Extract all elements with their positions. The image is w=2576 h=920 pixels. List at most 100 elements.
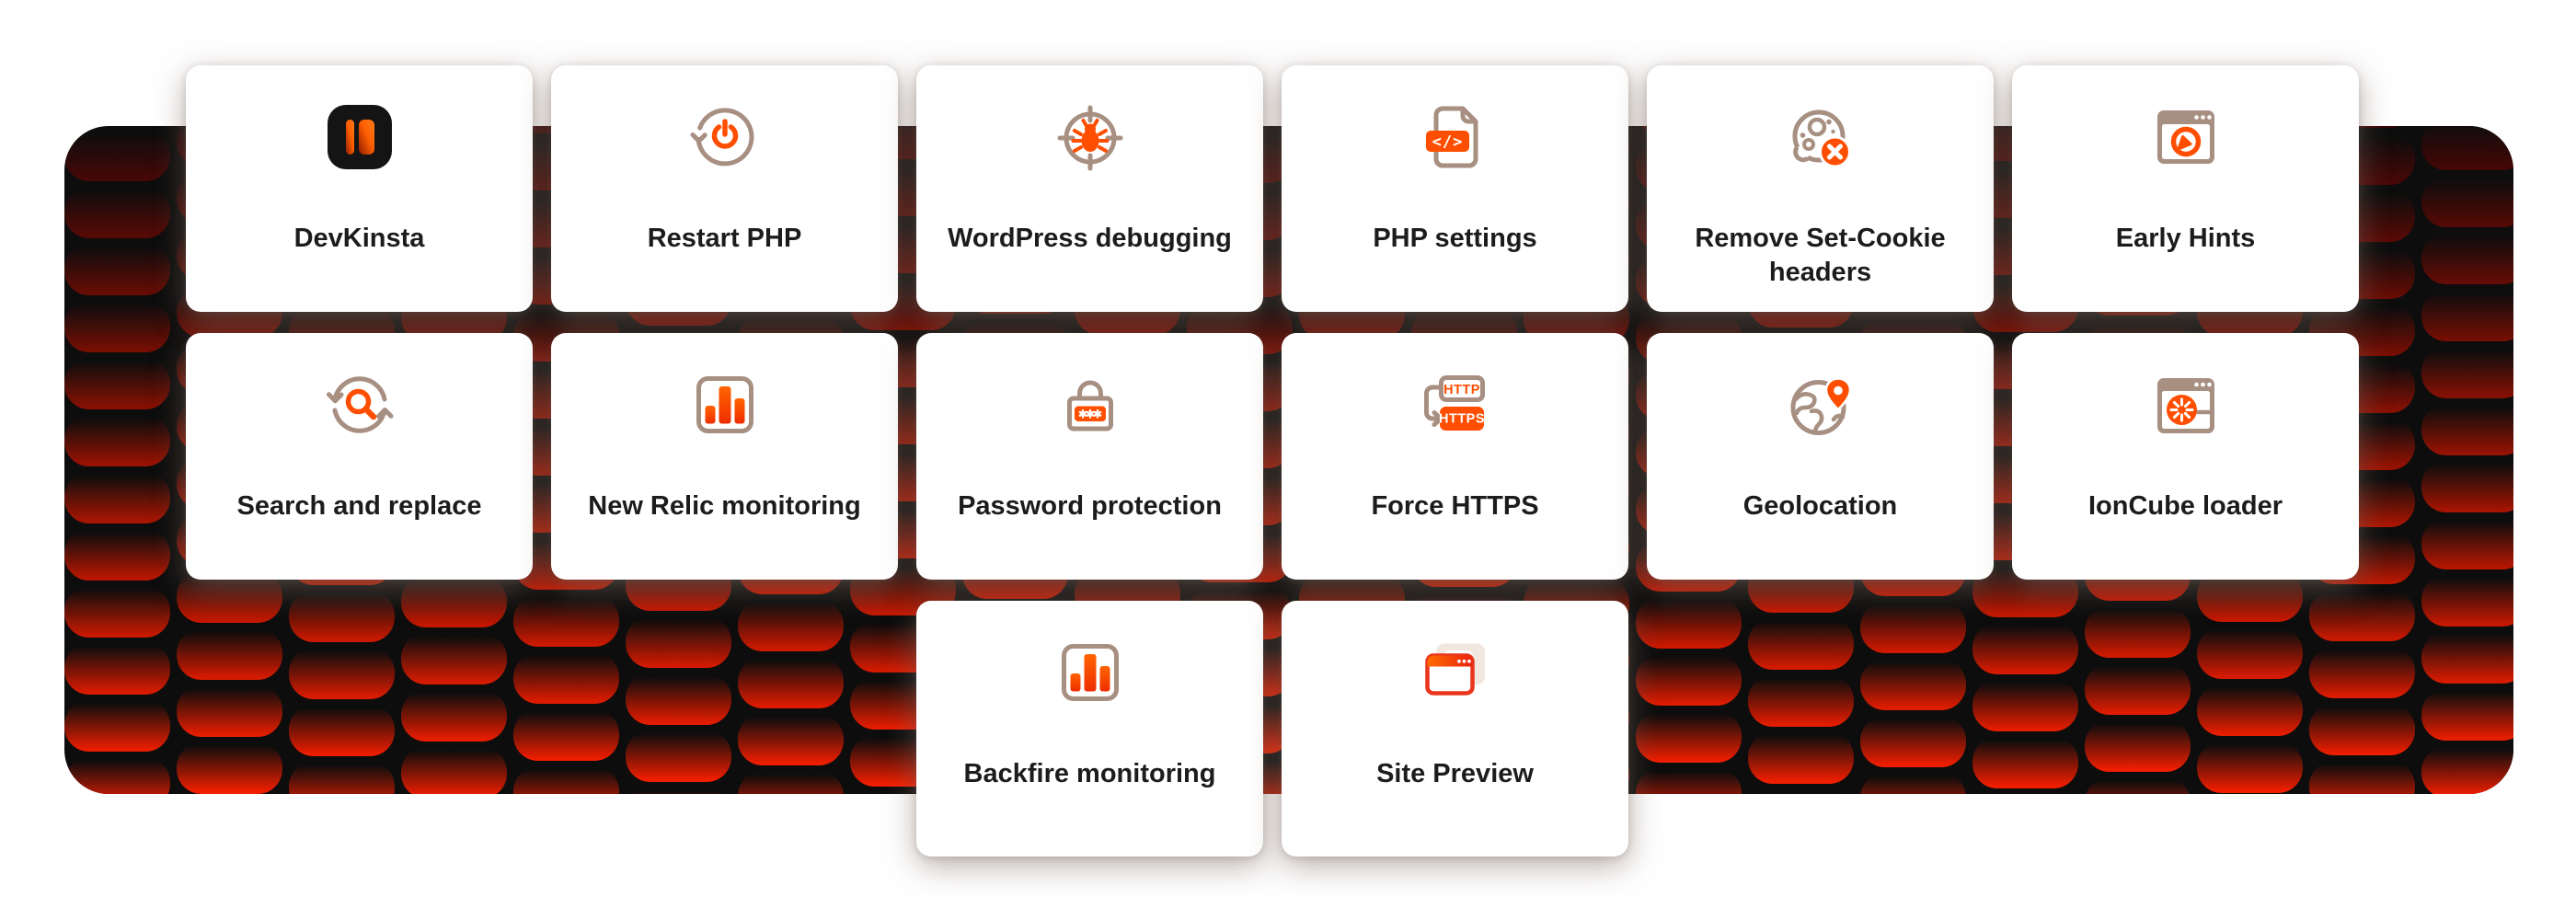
card-label: PHP settings: [1373, 224, 1537, 253]
bg-pill: [2421, 518, 2513, 569]
bg-pill: [1972, 680, 2078, 731]
bg-pill: [1636, 768, 1742, 794]
bg-pill: [2309, 761, 2415, 794]
bg-pill: [626, 616, 731, 668]
bg-pill: [2421, 404, 2513, 455]
svg-text:HTTP: HTTP: [1443, 383, 1480, 397]
site-preview-icon: [1411, 628, 1500, 717]
bg-pill: [289, 648, 395, 699]
card-site-preview[interactable]: Site Preview: [1282, 601, 1628, 857]
restart-php-icon: [681, 93, 769, 181]
bg-pill: [2421, 176, 2513, 227]
bg-pill: [2197, 742, 2303, 793]
bg-pill: [289, 762, 395, 794]
card-label: Early Hints: [2115, 224, 2256, 253]
bg-pill: [289, 705, 395, 756]
search-replace-icon: [316, 361, 404, 449]
bg-pill: [1636, 711, 1742, 763]
card-remove-set-cookie-headers[interactable]: Remove Set-Cookie headers: [1647, 65, 1994, 312]
card-label: DevKinsta: [293, 224, 425, 253]
bg-pill: [289, 591, 395, 642]
bg-pill: [1748, 732, 1854, 784]
bg-pill: [1748, 789, 1854, 794]
bg-pill: [64, 586, 170, 638]
bg-pill: [850, 792, 956, 794]
card-label: WordPress debugging: [948, 224, 1232, 253]
card-label: Backfire monitoring: [963, 759, 1216, 788]
svg-text:</>: </>: [1432, 133, 1463, 152]
card-label: New Relic monitoring: [588, 491, 861, 521]
bg-pill: [401, 633, 507, 684]
bg-pill: [2309, 704, 2415, 755]
bg-pill: [1860, 659, 1966, 710]
bg-pill: [1636, 654, 1742, 706]
bg-pill: [626, 673, 731, 725]
card-label: Site Preview: [1376, 759, 1534, 788]
bg-pill: [1748, 618, 1854, 670]
bg-pill: [513, 709, 619, 761]
bg-pill: [738, 714, 844, 765]
bg-pill-column: [64, 126, 170, 794]
bg-pill: [2421, 233, 2513, 284]
bg-pill: [2085, 720, 2191, 772]
bg-pill: [177, 628, 282, 680]
bg-pill: [2309, 590, 2415, 641]
card-wordpress-debugging[interactable]: WordPress debugging: [916, 65, 1263, 312]
card-backfire-monitoring[interactable]: Backfire monitoring: [916, 601, 1263, 857]
bg-pill: [2309, 647, 2415, 698]
feature-cards-grid: DevKinsta Restart PHP WordPress debuggin…: [186, 65, 2359, 857]
card-devkinsta[interactable]: DevKinsta: [186, 65, 533, 312]
bg-pill: [513, 766, 619, 794]
bg-pill: [1972, 623, 2078, 674]
wordpress-debugging-icon: [1046, 93, 1134, 181]
password-protection-icon: [1046, 361, 1134, 449]
bg-pill: [1860, 716, 1966, 767]
card-label: Remove Set-Cookie headers: [1695, 224, 1946, 288]
card-search-and-replace[interactable]: Search and replace: [186, 333, 533, 580]
bg-pill: [64, 643, 170, 695]
bg-pill: [1636, 597, 1742, 649]
bg-pill: [2197, 627, 2303, 679]
bg-pill: [2421, 689, 2513, 741]
force-https-icon: HTTP HTTPS: [1411, 361, 1500, 449]
bg-pill: [738, 771, 844, 794]
svg-text:HTTPS: HTTPS: [1438, 412, 1484, 427]
bg-pill: [401, 576, 507, 627]
bg-pill: [64, 301, 170, 352]
card-restart-php[interactable]: Restart PHP: [551, 65, 898, 312]
bg-pill: [1972, 737, 2078, 788]
bg-pill: [64, 130, 170, 181]
bg-pill: [1748, 675, 1854, 727]
geolocation-icon: [1777, 361, 1865, 449]
card-label: Password protection: [958, 491, 1222, 521]
bg-pill: [64, 244, 170, 295]
bg-pill: [2421, 746, 2513, 794]
card-label: Restart PHP: [647, 224, 802, 253]
bg-pill: [2421, 575, 2513, 627]
bg-pill: [177, 685, 282, 737]
bg-pill: [177, 742, 282, 794]
card-early-hints[interactable]: Early Hints: [2012, 65, 2359, 312]
card-new-relic-monitoring[interactable]: New Relic monitoring: [551, 333, 898, 580]
card-geolocation[interactable]: Geolocation: [1647, 333, 1994, 580]
bar-chart-icon: [1046, 628, 1134, 717]
bg-pill: [738, 657, 844, 708]
bg-pill: [401, 747, 507, 794]
bg-pill: [626, 788, 731, 794]
devkinsta-icon: [316, 93, 404, 181]
early-hints-icon: [2142, 93, 2230, 181]
card-php-settings[interactable]: </> PHP settings: [1282, 65, 1628, 312]
bg-pill: [2309, 126, 2415, 128]
bg-pill: [2421, 347, 2513, 398]
bg-pill: [64, 358, 170, 409]
bg-pill: [2421, 632, 2513, 684]
bg-pill: [177, 571, 282, 623]
card-password-protection[interactable]: Password protection: [916, 333, 1263, 580]
bg-pill: [2421, 461, 2513, 512]
bg-pill: [64, 700, 170, 752]
card-ioncube-loader[interactable]: IonCube loader: [2012, 333, 2359, 580]
bg-pill: [513, 652, 619, 704]
bg-pill: [2421, 126, 2513, 170]
